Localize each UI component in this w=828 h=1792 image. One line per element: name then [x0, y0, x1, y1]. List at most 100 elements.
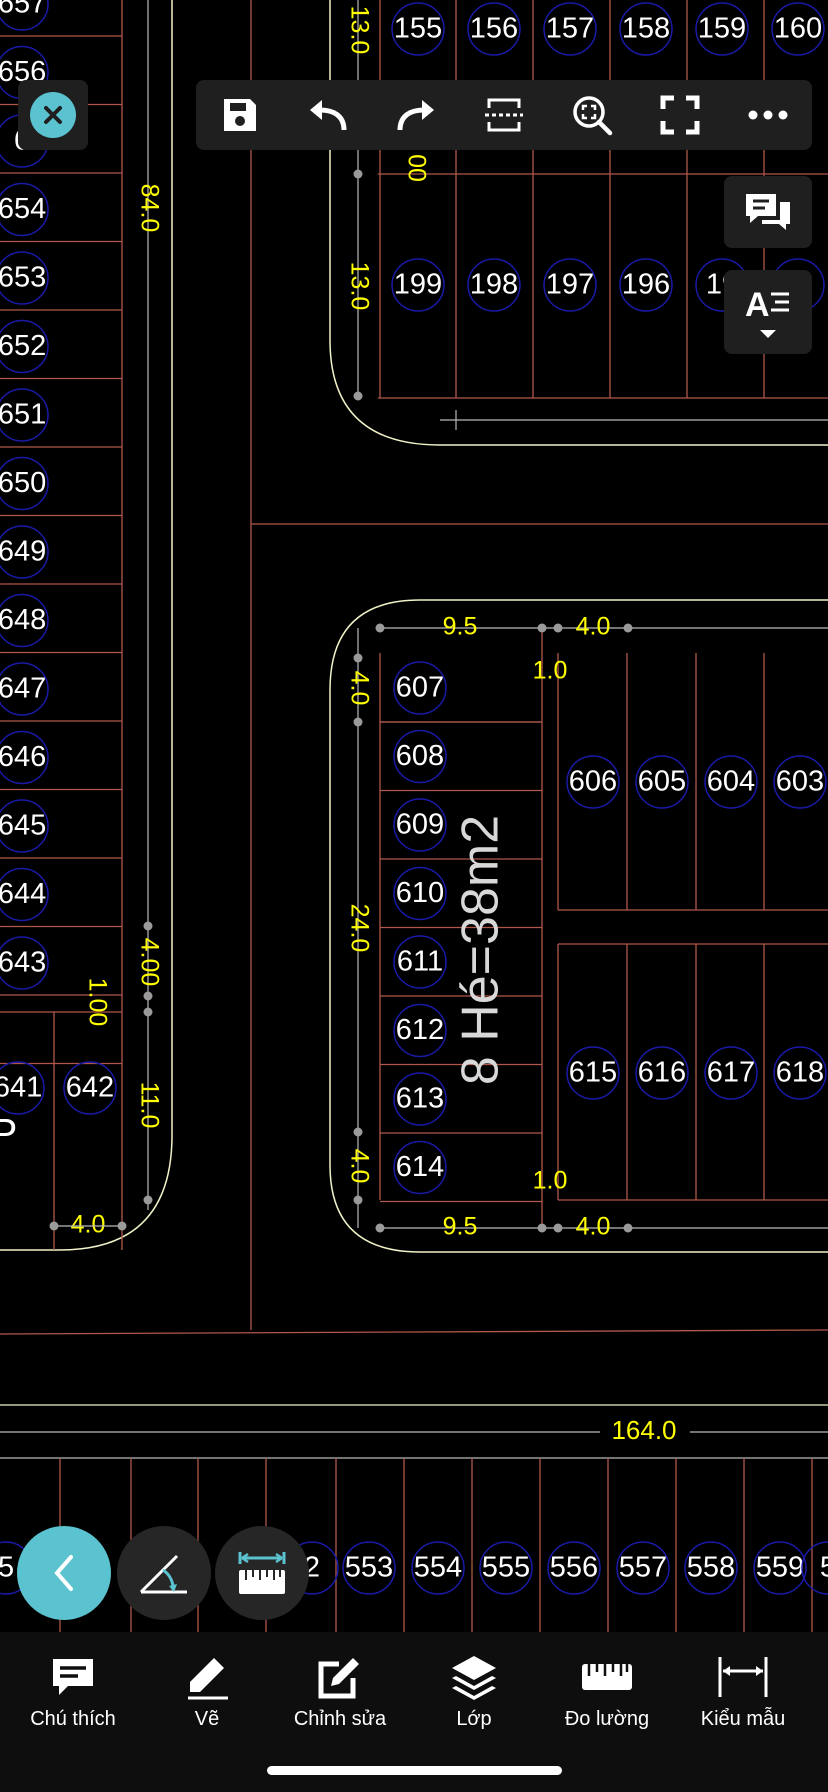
lot-number: 559 — [756, 1552, 804, 1584]
comments-icon — [746, 194, 790, 230]
fullscreen-button[interactable] — [650, 85, 710, 145]
nav-edit[interactable]: Chỉnh sửa — [273, 1632, 407, 1742]
lot-circle — [547, 1541, 601, 1595]
lot-number: 613 — [396, 1083, 444, 1115]
nav-label-annotation: Chú thích — [30, 1708, 116, 1730]
lot-circle — [0, 662, 49, 716]
lot-number: 199 — [394, 269, 442, 301]
lot-number: 641 — [0, 1072, 42, 1104]
lot-number: 609 — [396, 809, 444, 841]
nav-label-edit: Chỉnh sửa — [293, 1708, 387, 1730]
lot-number: 556 — [550, 1552, 598, 1584]
ruler-measure-button[interactable] — [215, 1526, 309, 1620]
dimension-node — [49, 1221, 59, 1231]
nav-layers[interactable]: Lớp — [407, 1632, 541, 1742]
angle-measure-button[interactable] — [117, 1526, 211, 1620]
dimension-label: 84.0 — [135, 184, 163, 233]
lot-circle — [753, 1541, 807, 1595]
lot-circle — [0, 1061, 45, 1115]
dimension-node — [375, 623, 385, 633]
nav-annotation[interactable]: Chú thích — [6, 1632, 140, 1742]
lot-number: 614 — [396, 1151, 444, 1183]
lot-circle — [635, 1046, 689, 1100]
lot-number: 197 — [546, 269, 594, 301]
lot-circle — [616, 1541, 670, 1595]
lot-circle — [619, 258, 673, 312]
lot-circle — [467, 258, 521, 312]
dimension-node — [353, 1127, 363, 1137]
dimension-label: 24.0 — [345, 904, 373, 953]
lot-circle — [0, 799, 49, 853]
close-button[interactable] — [18, 80, 88, 150]
lot-circle — [0, 388, 49, 442]
save-button[interactable] — [210, 85, 270, 145]
dimension-label: 4.0 — [345, 671, 373, 706]
text-style-button[interactable]: A — [724, 270, 812, 354]
section-cut-icon — [485, 98, 523, 132]
lot-number: 653 — [0, 262, 46, 294]
nav-measure[interactable]: Đo lường — [540, 1632, 674, 1742]
undo-button[interactable] — [298, 85, 358, 145]
back-chevron-icon — [54, 1555, 73, 1591]
lot-number: 643 — [0, 947, 46, 979]
lot-number: 5 — [820, 1552, 828, 1584]
lot-circle — [566, 1046, 620, 1100]
lot-number: 557 — [619, 1552, 667, 1584]
lot-number: 611 — [397, 946, 443, 978]
lot-number: 652 — [0, 330, 46, 362]
annotation-icon — [53, 1659, 93, 1695]
zoom-window-button[interactable] — [562, 85, 622, 145]
lot-circle — [393, 729, 447, 784]
redo-button[interactable] — [386, 85, 446, 145]
comments-button[interactable] — [724, 176, 812, 248]
lot-number: 647 — [0, 673, 46, 705]
nav-draw[interactable]: Vẽ — [140, 1632, 274, 1742]
pencil-icon — [188, 1658, 228, 1700]
lot-number: 603 — [776, 766, 824, 798]
lot-number: 607 — [396, 672, 444, 704]
lot-number: 160 — [774, 13, 822, 45]
section-button[interactable] — [474, 85, 534, 145]
lot-circle — [695, 2, 749, 56]
lot-circle — [393, 1140, 447, 1195]
lot-circle — [0, 456, 49, 511]
lot-circle — [0, 730, 49, 785]
dimension-node — [375, 1223, 385, 1233]
lot-number: 606 — [569, 766, 617, 798]
dimension-node — [353, 391, 363, 401]
dimension-node — [143, 1195, 153, 1205]
dimension-label: 9.5 — [443, 613, 478, 641]
lot-number: 618 — [776, 1057, 824, 1089]
angle-measure-icon — [139, 1554, 187, 1594]
lot-number: 616 — [638, 1057, 686, 1089]
lot-circle — [342, 1541, 396, 1595]
dimension-node — [623, 1223, 633, 1233]
lot-number: 654 — [0, 193, 46, 225]
lot-number: 604 — [707, 766, 755, 798]
svg-text:A: A — [745, 286, 770, 324]
dimension-label: 4.0 — [576, 613, 611, 641]
lot-circle — [393, 1072, 447, 1126]
lot-circle — [393, 935, 447, 989]
lot-circle — [704, 755, 758, 809]
back-button[interactable] — [17, 1526, 111, 1620]
lot-circle — [684, 1541, 738, 1595]
lot-circle — [0, 0, 49, 31]
block-outline — [329, 599, 828, 1253]
ruler-icon — [582, 1664, 632, 1690]
dimension-node — [353, 653, 363, 663]
lot-number: 644 — [0, 878, 46, 910]
dimension-node — [537, 1223, 547, 1233]
nav-label-draw: Vẽ — [194, 1708, 220, 1730]
dimension-node — [353, 169, 363, 179]
more-button[interactable] — [738, 85, 798, 145]
lot-number: 649 — [0, 536, 46, 568]
dimension-label: 13.0 — [345, 6, 373, 55]
lot-number: 158 — [622, 13, 670, 45]
dimension-node — [353, 1195, 363, 1205]
lot-circle — [773, 1046, 827, 1100]
dimension-node — [117, 1221, 127, 1231]
dimension-node — [553, 1223, 563, 1233]
nav-dimension-style[interactable]: Kiểu mẫu — [676, 1632, 810, 1742]
